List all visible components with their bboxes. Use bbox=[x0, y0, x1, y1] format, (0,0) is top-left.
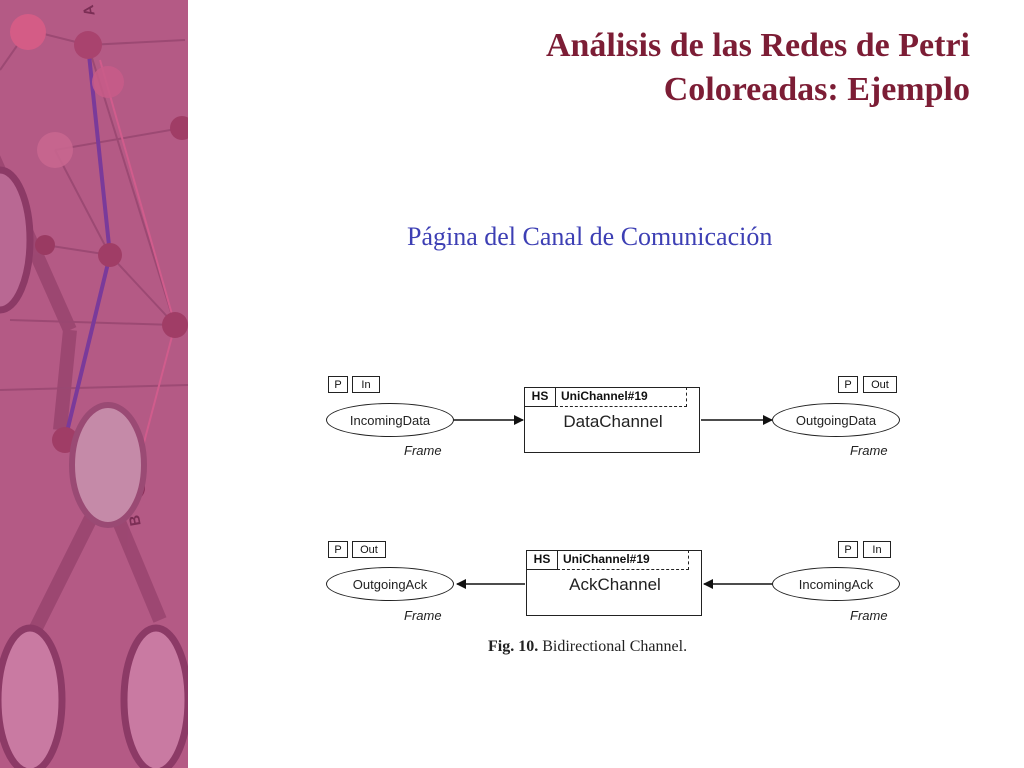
figure-caption: Fig. 10. Bidirectional Channel. bbox=[488, 638, 687, 656]
place-incomingack: IncomingAck bbox=[772, 567, 900, 601]
transition-ackchannel: HS UniChannel#19 AckChannel bbox=[526, 550, 702, 616]
molecule-graphic bbox=[0, 14, 188, 768]
figure-caption-label: Fig. 10. bbox=[488, 638, 539, 655]
slide-title: Análisis de las Redes de Petri Coloreada… bbox=[350, 24, 970, 112]
transition-label: DataChannel bbox=[563, 412, 663, 431]
subpage-tag: UniChannel#19 bbox=[557, 550, 689, 570]
colorset-label: Frame bbox=[850, 608, 888, 623]
port-tag-p: P bbox=[838, 541, 858, 558]
place-outgoingdata: OutgoingData bbox=[772, 403, 900, 437]
port-tag-p: P bbox=[328, 376, 348, 393]
place-label: IncomingData bbox=[349, 412, 431, 428]
hs-tag: HS bbox=[526, 550, 558, 570]
decorative-sidebar: A B bbox=[0, 0, 188, 768]
slide-subtitle: Página del Canal de Comunicación bbox=[407, 222, 773, 251]
colorset-label: Frame bbox=[404, 608, 442, 623]
port-tag-p: P bbox=[838, 376, 858, 393]
diagram-arcs bbox=[452, 415, 773, 589]
colorset-label: Frame bbox=[850, 443, 888, 458]
place-label: OutgoingData bbox=[795, 412, 877, 428]
place-outgoingack: OutgoingAck bbox=[326, 567, 454, 601]
title-line-1: Análisis de las Redes de Petri bbox=[545, 27, 970, 64]
port-tag-out: Out bbox=[352, 541, 386, 558]
place-label: OutgoingAck bbox=[352, 576, 428, 592]
transition-datachannel: HS UniChannel#19 DataChannel bbox=[524, 387, 700, 453]
subpage-tag: UniChannel#19 bbox=[555, 387, 687, 407]
port-tag-in: In bbox=[352, 376, 380, 393]
transition-label: AckChannel bbox=[569, 575, 661, 594]
colorset-label: Frame bbox=[404, 443, 442, 458]
petri-net-diagram: P In IncomingData Frame HS UniChannel#19… bbox=[322, 370, 904, 670]
place-label: IncomingAck bbox=[798, 576, 874, 592]
port-tag-in: In bbox=[863, 541, 891, 558]
port-tag-p: P bbox=[328, 541, 348, 558]
hs-tag: HS bbox=[524, 387, 556, 407]
port-tag-out: Out bbox=[863, 376, 897, 393]
title-line-2: Coloreadas: Ejemplo bbox=[663, 71, 970, 108]
place-incomingdata: IncomingData bbox=[326, 403, 454, 437]
figure-caption-text: Bidirectional Channel. bbox=[538, 638, 688, 655]
